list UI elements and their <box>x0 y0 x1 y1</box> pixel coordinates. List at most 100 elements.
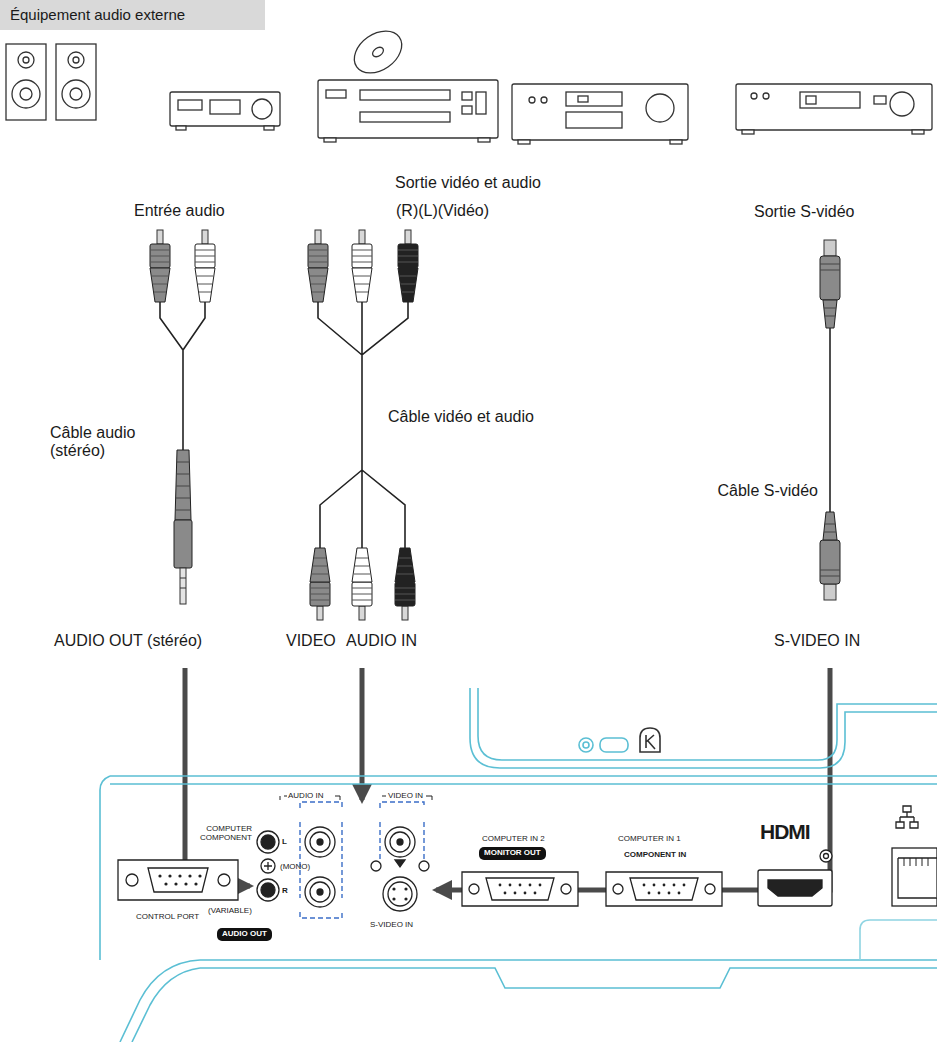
control-port-part <box>218 874 230 886</box>
speaker-left-part <box>12 80 40 108</box>
rca-jacks-part <box>317 839 323 845</box>
speaker-left-part <box>6 44 46 120</box>
disc-part <box>346 22 409 81</box>
projector-housing-part <box>100 776 110 960</box>
audio-cable-part <box>180 578 186 588</box>
panel-label: L <box>282 837 287 846</box>
computer-ports-part <box>499 884 686 895</box>
rca-jacks-part <box>305 877 335 907</box>
rca-jacks-part <box>390 832 410 852</box>
video-audio-cable-part <box>395 548 415 620</box>
audio-jacks-part <box>257 831 279 853</box>
audio-cable-part <box>174 520 192 568</box>
input-bracket-part <box>300 822 342 898</box>
control-port-part-part <box>178 874 181 877</box>
vcr <box>512 84 688 144</box>
port-label: S-VIDEO IN <box>774 632 860 650</box>
video-deck-part <box>806 96 816 104</box>
speaker-right-part <box>56 44 96 120</box>
lan-port <box>892 806 937 906</box>
control-port-part-part <box>194 882 197 885</box>
video-deck-part <box>874 96 886 104</box>
audio-cable-part <box>160 302 205 450</box>
audio-cable-part <box>176 462 190 510</box>
video-audio-cable-part <box>308 230 328 302</box>
computer-ports-part-part <box>653 884 656 887</box>
computer-ports-part-part <box>658 892 661 895</box>
dvd-player-part <box>360 90 450 100</box>
vcr-part <box>646 94 674 122</box>
s-video-cable <box>820 240 840 600</box>
header-band: Équipement audio externe <box>0 0 265 30</box>
rca-jacks-part <box>397 839 403 845</box>
dvd-player <box>318 80 498 142</box>
vcr-part <box>578 96 588 102</box>
rca-jacks-part <box>385 827 415 857</box>
panel-label: VIDEO IN <box>388 791 423 800</box>
computer-ports-part <box>486 878 554 900</box>
dvd-player-part <box>360 112 450 122</box>
security-slot-icons <box>579 728 660 752</box>
connection-arrow-part <box>360 668 365 800</box>
video-audio-cable-part <box>352 230 372 302</box>
control-port-part <box>148 868 208 892</box>
disc <box>346 22 409 81</box>
vcr-part <box>566 92 622 106</box>
control-port-part-part <box>198 874 201 877</box>
video-deck-part <box>800 92 860 108</box>
rca-jacks-part <box>310 882 330 902</box>
port-badge: MONITOR OUT <box>479 847 546 860</box>
speaker-right-part <box>68 52 84 68</box>
signal-label: (R)(L)(Vidéo) <box>396 202 489 220</box>
audio-cable-part <box>150 230 170 302</box>
amplifier-part <box>178 100 202 110</box>
panel-label: S-VIDEO IN <box>370 920 413 929</box>
computer-ports <box>462 872 722 906</box>
connection-arrow <box>185 668 830 890</box>
amplifier <box>170 92 280 130</box>
speaker-right-part <box>70 88 82 100</box>
vcr-part <box>566 112 622 128</box>
video-deck-part <box>912 130 924 134</box>
node-text: MONITOR OUT <box>484 849 541 858</box>
input-bracket-part <box>380 802 424 862</box>
computer-ports-part-part <box>519 884 522 887</box>
speaker-right <box>56 44 96 120</box>
input-label: Entrée audio <box>134 202 225 220</box>
control-port-part-part <box>158 874 161 877</box>
security-slot-icons-part <box>646 735 655 749</box>
dvd-player-part <box>476 92 486 114</box>
port-badge: AUDIO OUT <box>217 928 272 941</box>
panel-label: AUDIO IN <box>288 791 324 800</box>
security-slot-icons-part <box>640 728 660 752</box>
computer-ports-part-part <box>643 884 646 887</box>
projector-housing <box>100 688 937 1042</box>
dvd-player-part <box>324 138 336 142</box>
audio-cable-part <box>175 450 191 520</box>
computer-ports-part-part <box>504 892 507 895</box>
projector-housing-part <box>120 960 200 1042</box>
security-slot-icons-part <box>579 738 593 752</box>
speaker-left-part <box>23 57 29 63</box>
panel-label: COMPUTER IN 1 <box>618 834 681 843</box>
hdmi-logo: HDMI <box>760 820 810 844</box>
control-port-part-part <box>188 874 191 877</box>
hdmi-port-part <box>824 854 829 859</box>
amplifier-part <box>252 99 272 119</box>
audio-cable <box>150 230 215 604</box>
lan-port-part <box>898 858 937 898</box>
node-text: AUDIO OUT <box>222 930 267 939</box>
control-port-part <box>158 874 201 885</box>
control-port <box>118 860 238 900</box>
rca-jacks-part <box>419 861 429 871</box>
projector-housing-part <box>470 688 937 768</box>
vcr-part <box>541 97 547 103</box>
connection-arrow-part <box>185 668 250 886</box>
computer-ports-part-part <box>648 892 651 895</box>
video-deck-part <box>890 92 914 116</box>
input-bracket <box>300 802 424 918</box>
security-slot-icons-part <box>583 742 589 748</box>
video-audio-cable-part <box>352 548 372 620</box>
computer-ports-part-part <box>539 884 542 887</box>
audio-jacks-part <box>257 879 279 901</box>
